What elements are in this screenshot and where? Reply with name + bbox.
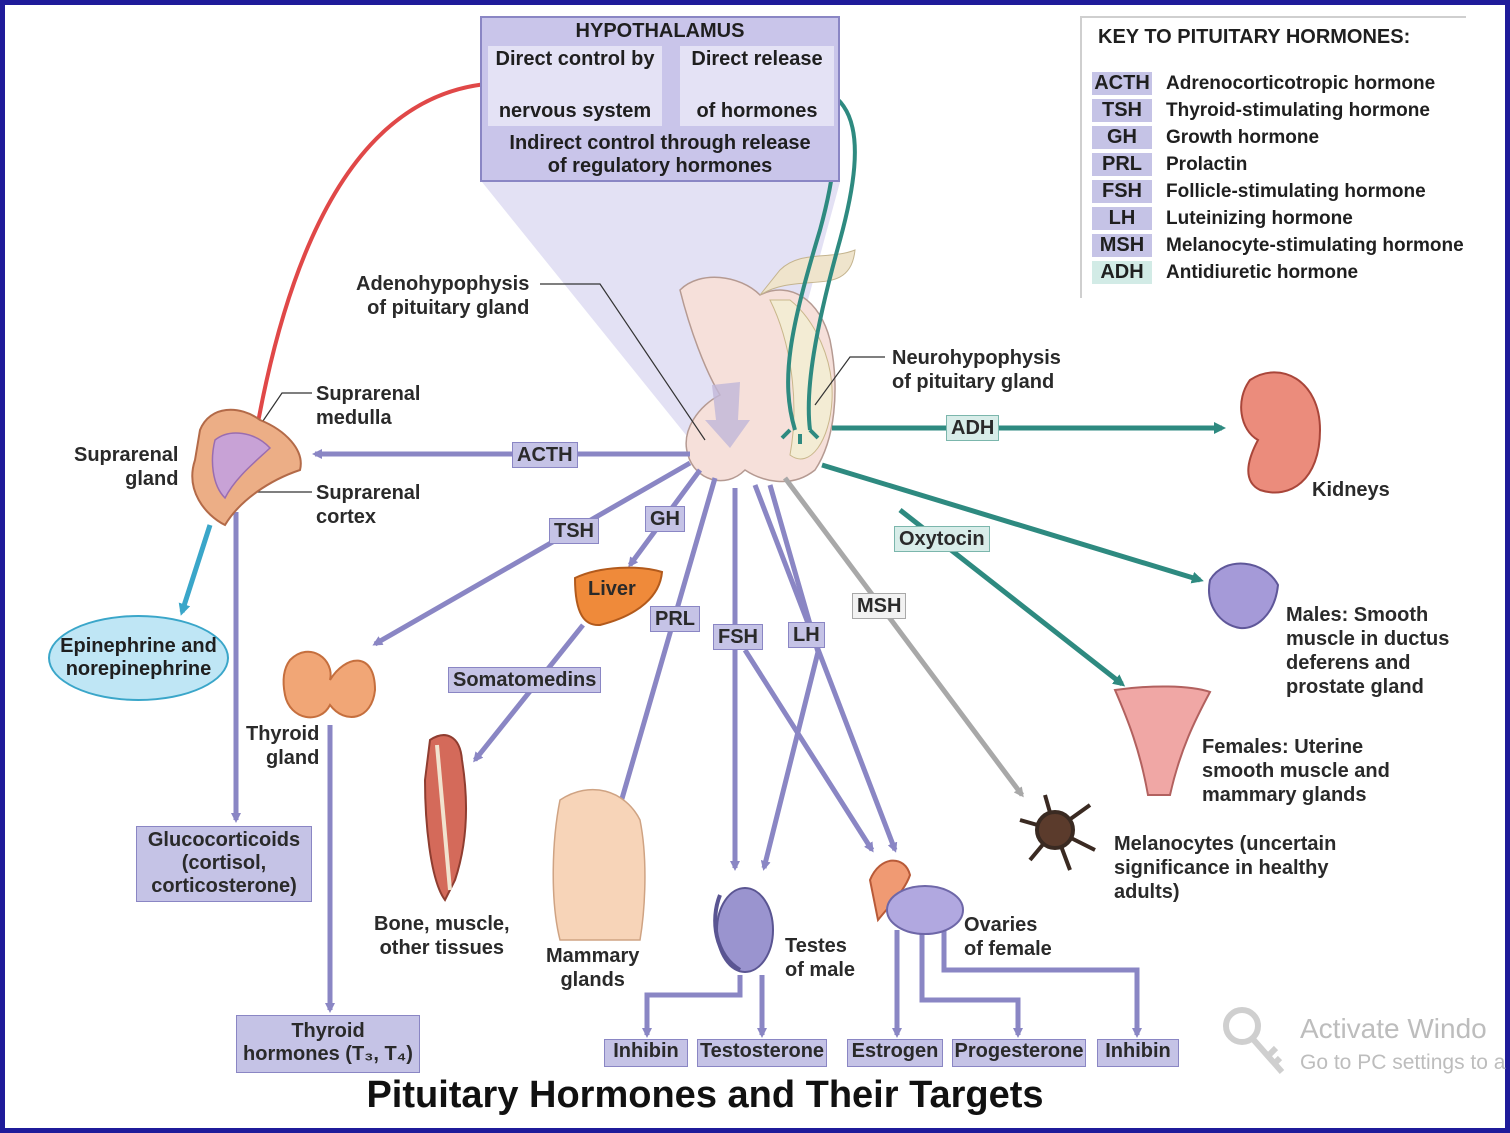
key-name: Melanocyte-stimulating hormone: [1166, 235, 1464, 256]
key-abbr: GH: [1092, 126, 1152, 149]
mammary-glands-label: Mammary glands: [546, 945, 640, 991]
epinephrine-path: [178, 524, 213, 616]
liver-illustration: [573, 566, 664, 627]
uterus-illustration: [1113, 685, 1212, 796]
key-name: Adrenocorticotropic hormone: [1166, 73, 1436, 94]
key-abbr: PRL: [1092, 153, 1152, 176]
muscle-illustration: [423, 734, 467, 902]
melanocyte-illustration: [1019, 794, 1096, 871]
key-abbr: ADH: [1092, 261, 1152, 284]
key-name: Growth hormone: [1166, 127, 1320, 148]
indirect-control-label: Indirect control through release of regu…: [509, 132, 811, 177]
adenohypophysis-arrow-shape: [705, 382, 750, 448]
testes-illustration: [713, 887, 774, 973]
ovary-illustration: [868, 859, 964, 935]
suprarenal-gland-label: Suprarenal gland: [74, 444, 179, 490]
prl-tag: PRL: [650, 606, 700, 632]
thyroid-gland-label: Thyroid gland: [246, 723, 320, 769]
neurohypophysis-paths: [821, 422, 1226, 687]
estrogen-box: Estrogen: [847, 1039, 943, 1067]
adh-tag: ADH: [946, 415, 1000, 441]
diagram-title: Pituitary Hormones and Their Targets: [366, 1074, 1044, 1116]
testes-label: Testes of male: [785, 935, 856, 981]
hormone-key: KEY TO PITUITARY HORMONES: ACTH Adrenocor…: [1080, 16, 1466, 298]
kidney-illustration: [1240, 371, 1322, 494]
fsh-tag: FSH: [713, 624, 763, 650]
key-title: KEY TO PITUITARY HORMONES:: [1098, 26, 1411, 48]
bone-muscle-label: Bone, muscle, other tissues: [374, 913, 510, 959]
key-name: Thyroid-stimulating hormone: [1166, 100, 1430, 121]
activate-windows-watermark: Activate Windo: [1300, 1013, 1487, 1044]
epinephrine-label: Epinephrine and norepinephrine: [60, 635, 217, 680]
testosterone-box: Testosterone: [697, 1039, 827, 1067]
suprarenal-cortex-label: Suprarenal cortex: [316, 482, 421, 528]
hypothalamus-title: HYPOTHALAMUS: [575, 20, 745, 42]
msh-tag: MSH: [852, 593, 907, 619]
lh-tag: LH: [788, 622, 825, 648]
thyroid-hormones-box: Thyroid hormones (T₃, T₄): [236, 1015, 420, 1073]
msh-path: [782, 476, 1025, 798]
females-target-label: Females: Uterine smooth muscle and mamma…: [1202, 736, 1390, 806]
tsh-tag: TSH: [549, 518, 599, 544]
liver-label: Liver: [588, 578, 636, 600]
pc-settings-watermark: Go to PC settings to a: [1300, 1051, 1506, 1074]
hormone-paths: [231, 449, 1142, 1038]
males-target-label: Males: Smooth muscle in ductus deferens …: [1286, 604, 1450, 698]
kidneys-label: Kidneys: [1312, 479, 1390, 501]
key-name: Antidiuretic hormone: [1166, 262, 1359, 283]
mammary-illustration: [552, 788, 646, 941]
neurohypophysis-label: Neurohypophysis of pituitary gland: [892, 347, 1061, 393]
thyroid-illustration: [282, 650, 377, 719]
prostate-illustration: [1208, 562, 1280, 630]
oxytocin-tag: Oxytocin: [894, 526, 990, 552]
key-name: Luteinizing hormone: [1166, 208, 1353, 229]
key-icon: [1223, 1007, 1285, 1074]
key-abbr: ACTH: [1092, 72, 1152, 95]
inhibin-female-box: Inhibin: [1097, 1039, 1179, 1067]
key-abbr: FSH: [1092, 180, 1152, 203]
ovaries-label: Ovaries of female: [964, 914, 1052, 960]
key-abbr: TSH: [1092, 99, 1152, 122]
key-abbr: LH: [1092, 207, 1152, 230]
direct-release-label: Direct release of hormones: [680, 46, 834, 126]
somatomedins-tag: Somatomedins: [448, 667, 602, 693]
key-name: Follicle-stimulating hormone: [1166, 181, 1426, 202]
acth-tag: ACTH: [512, 442, 578, 468]
suprarenal-medulla-label: Suprarenal medulla: [316, 383, 421, 429]
key-abbr: MSH: [1092, 234, 1152, 257]
suprarenal-gland-illustration: [191, 408, 302, 527]
melanocytes-label: Melanocytes (uncertain significance in h…: [1114, 833, 1337, 903]
inhibin-male-box: Inhibin: [604, 1039, 688, 1067]
gh-tag: GH: [645, 506, 685, 532]
glucocorticoids-box: Glucocorticoids (cortisol, corticosteron…: [136, 826, 312, 902]
adenohypophysis-label: Adenohypophysis of pituitary gland: [356, 273, 530, 319]
hypothalamus-box: HYPOTHALAMUS Direct control by nervous s…: [480, 16, 840, 182]
epinephrine-oval: Epinephrine and norepinephrine: [48, 615, 229, 701]
progesterone-box: Progesterone: [952, 1039, 1086, 1067]
key-name: Prolactin: [1166, 154, 1248, 175]
direct-control-label: Direct control by nervous system: [488, 46, 662, 126]
